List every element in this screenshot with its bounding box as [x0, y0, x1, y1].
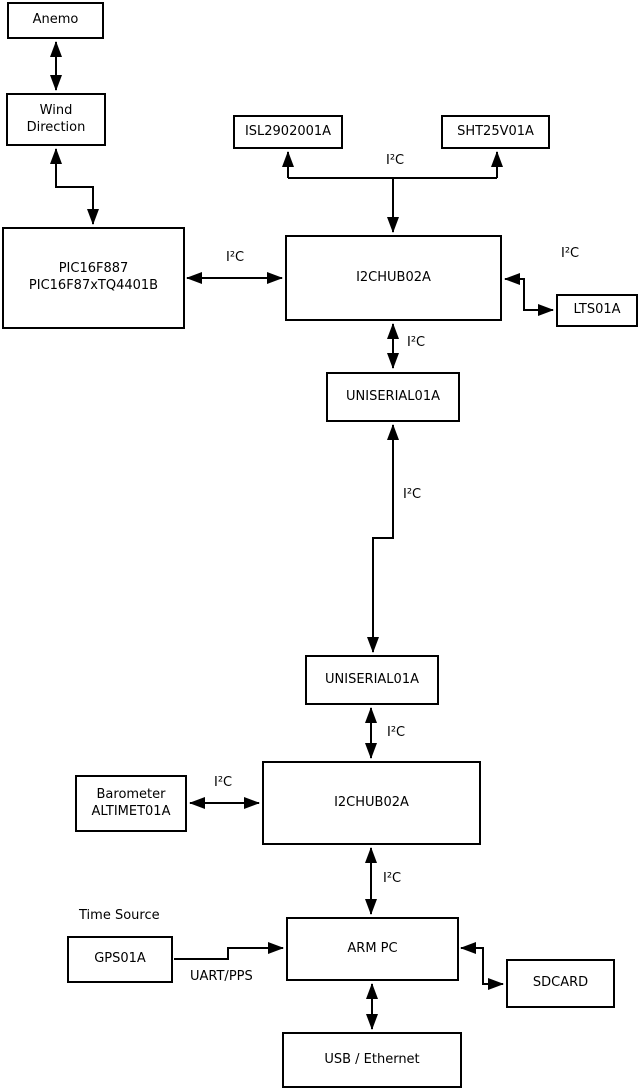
box-barometer-line1: Barometer	[96, 786, 166, 802]
box-lts-label: LTS01A	[573, 302, 621, 318]
box-anemo: Anemo	[7, 2, 104, 39]
box-sdcard: SDCARD	[506, 959, 615, 1008]
box-pic-line2: PIC16F87xTQ4401B	[28, 278, 159, 293]
box-i2chub-bottom: I2CHUB02A	[262, 761, 481, 845]
box-arm-pc-label: ARM PC	[347, 940, 398, 956]
wire-uniserial1-uniserial2	[367, 424, 399, 653]
box-isl: ISL2902001A	[233, 115, 343, 149]
box-uniserial-top: UNISERIAL01A	[326, 372, 460, 422]
box-uniserial-bottom-label: UNISERIAL01A	[325, 671, 419, 687]
label-i2c-sensors: I²C	[386, 153, 405, 168]
box-i2chub-bottom-label: I2CHUB02A	[334, 794, 409, 810]
box-sdcard-label: SDCARD	[532, 975, 589, 991]
box-wind-direction-line2: Direction	[26, 119, 86, 135]
box-i2chub-top: I2CHUB02A	[285, 235, 502, 321]
box-barometer-line2: ALTIMET01A	[91, 803, 171, 819]
wire-hub1-lts	[504, 273, 554, 316]
label-i2c-hub2-armpc: I²C	[383, 871, 402, 886]
box-usb-ethernet-label: USB / Ethernet	[324, 1051, 420, 1067]
box-sht: SHT25V01A	[441, 115, 550, 149]
box-gps: GPS01A	[67, 936, 173, 983]
box-wind-direction-line1: Wind	[39, 102, 73, 118]
wire-wind-pic	[50, 148, 99, 225]
box-wind-direction: Wind Direction	[6, 93, 106, 146]
label-uart-pps: UART/PPS	[190, 969, 253, 984]
label-time-source: Time Source	[79, 908, 160, 923]
box-i2chub-top-label: I2CHUB02A	[356, 269, 431, 285]
label-i2c-hub-uniserial: I²C	[407, 335, 426, 350]
box-arm-pc: ARM PC	[286, 917, 459, 981]
box-pic-line1: PIC16F887	[58, 261, 129, 277]
label-i2c-uniserial-link: I²C	[403, 487, 422, 502]
label-i2c-hub-lts: I²C	[561, 246, 580, 261]
box-uniserial-top-label: UNISERIAL01A	[346, 388, 440, 404]
box-uniserial-bottom: UNISERIAL01A	[305, 655, 439, 705]
label-i2c-pic-hub: I²C	[226, 250, 245, 265]
box-lts: LTS01A	[556, 294, 638, 327]
box-barometer: Barometer ALTIMET01A	[75, 775, 187, 832]
box-anemo-label: Anemo	[32, 12, 79, 28]
label-i2c-barometer-hub2: I²C	[214, 775, 233, 790]
wire-armpc-sdcard	[460, 942, 504, 990]
box-isl-label: ISL2902001A	[244, 123, 332, 139]
box-sht-label: SHT25V01A	[457, 123, 534, 139]
box-usb-ethernet: USB / Ethernet	[282, 1032, 462, 1088]
box-pic: PIC16F887 PIC16F87xTQ4401B	[2, 227, 185, 329]
box-gps-label: GPS01A	[94, 951, 146, 967]
label-i2c-uniserial-hub2: I²C	[387, 725, 406, 740]
wire-gps-armpc	[174, 942, 284, 960]
